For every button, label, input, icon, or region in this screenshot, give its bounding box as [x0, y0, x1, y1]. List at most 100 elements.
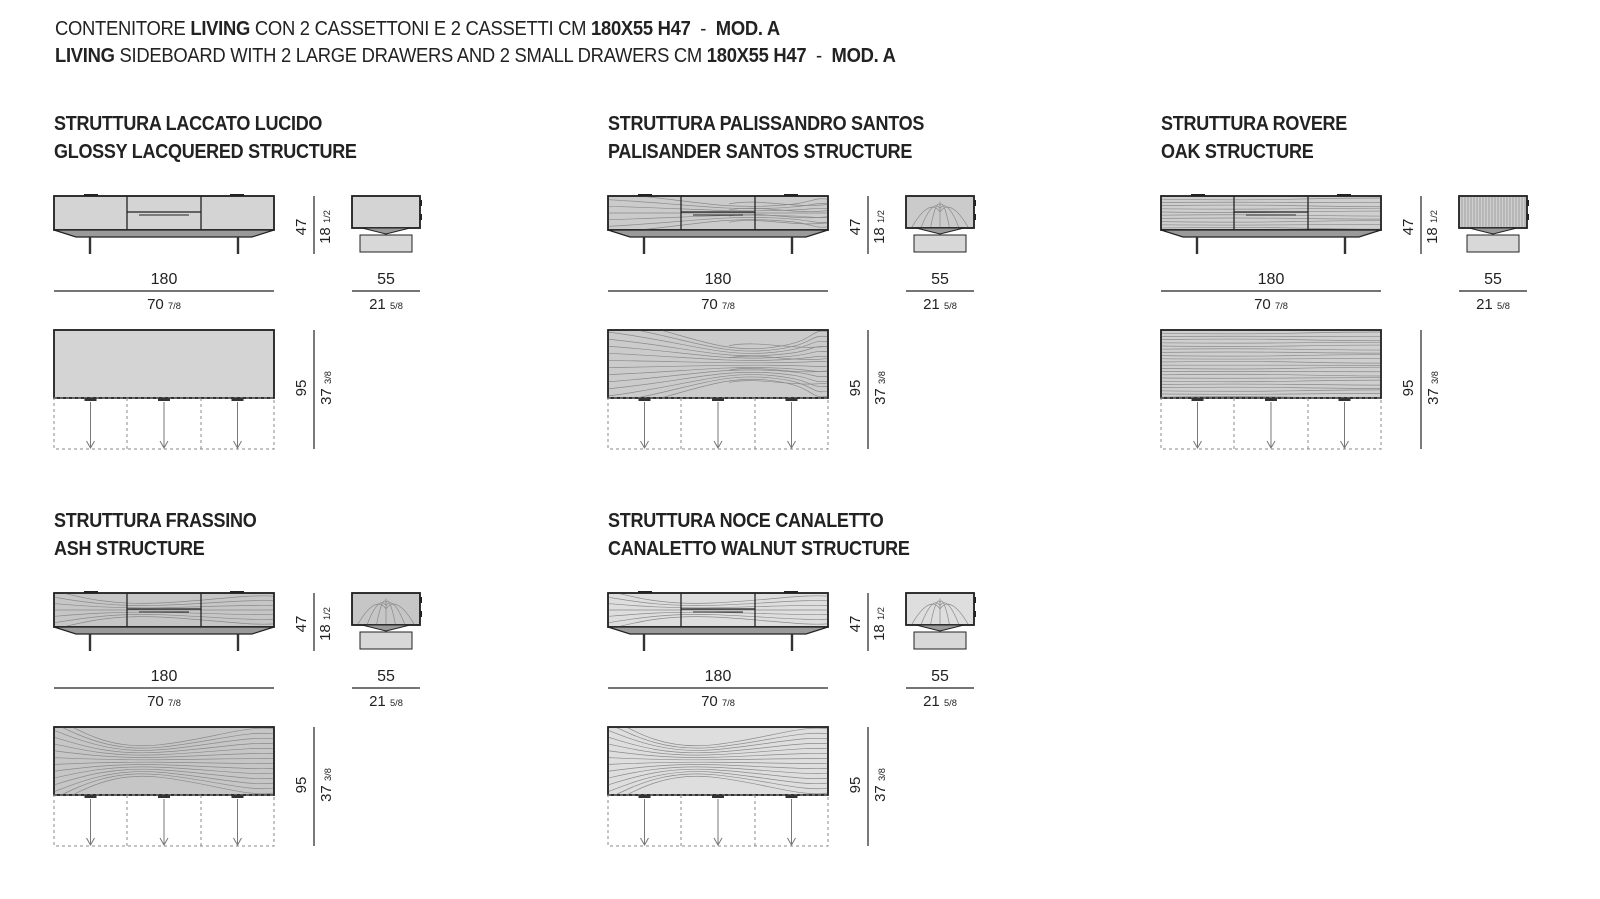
grain-line: [1161, 354, 1381, 357]
variant-title-it: STRUTTURA PALISSANDRO SANTOS: [608, 113, 925, 135]
grain-line: [608, 766, 828, 779]
grain-line: [1161, 331, 1381, 335]
drawer-handle: [638, 795, 651, 798]
drawer-handle: [712, 795, 724, 798]
height-cm-label: 47: [847, 616, 864, 633]
arrow-head: [713, 440, 723, 450]
depth-in-label: 21 5/8: [369, 693, 403, 710]
grain-line: [1161, 223, 1381, 226]
grain-line: [376, 600, 387, 625]
grain-line: [608, 603, 828, 609]
height-in-label: 18 1/2: [317, 607, 334, 641]
grain-line: [1161, 204, 1381, 208]
grain-line: [72, 775, 274, 795]
grain-line: [939, 206, 969, 228]
grain-line: [608, 352, 828, 361]
height-dimension: 47 18 1/2: [847, 196, 888, 254]
grain-line: [385, 603, 415, 625]
side-leg-block: [359, 234, 413, 253]
front-base: [607, 229, 829, 238]
front-elevation: [607, 194, 829, 254]
side-leg-block: [913, 234, 967, 253]
plan-depth-in-label: 37 3/8: [318, 768, 335, 802]
grain-line: [939, 205, 960, 228]
plan-depth-cm-label: 95: [847, 777, 864, 794]
front-body: [53, 195, 275, 231]
grain-line: [626, 775, 828, 795]
grain-line: [54, 596, 274, 606]
grain-line: [728, 201, 828, 206]
grain-line: [1161, 344, 1381, 347]
height-in-label: 18 1/2: [871, 607, 888, 641]
grain-line: [54, 764, 274, 772]
grain-line: [911, 603, 941, 625]
plan-depth-cm-label: 95: [847, 380, 864, 397]
height-cm-label: 47: [847, 219, 864, 236]
wood-grain: [357, 598, 415, 625]
grain-line: [608, 360, 828, 364]
grain-line: [659, 378, 828, 398]
drawer-handle: [638, 398, 651, 401]
grain-line: [608, 374, 828, 397]
wood-grain: [608, 196, 828, 230]
side-body: [1458, 195, 1528, 229]
depth-cm-label: 55: [377, 271, 395, 288]
grain-line: [60, 773, 274, 795]
grain-line: [728, 343, 828, 348]
grain-line: [608, 371, 828, 390]
height-in-label: 18 1/2: [871, 210, 888, 244]
depth-cm-label: 55: [931, 271, 949, 288]
wood-grain: [608, 330, 828, 398]
variant-title-en: ASH STRUCTURE: [54, 538, 205, 560]
grain-line: [1161, 377, 1381, 379]
side-leg-block: [913, 631, 967, 650]
depth-in-label: 21 5/8: [923, 296, 957, 313]
grain-line: [911, 206, 941, 228]
grain-line: [608, 364, 828, 368]
arrow-head: [713, 837, 723, 847]
drawer-handle: [785, 398, 798, 401]
side-elevation: [351, 195, 422, 253]
grain-line: [1161, 386, 1381, 389]
variant-title-en: CANALETTO WALNUT STRUCTURE: [608, 538, 910, 560]
grain-line: [1161, 348, 1381, 351]
grain-line: [385, 602, 406, 625]
height-dimension: 47 18 1/2: [847, 593, 888, 651]
arrow-head: [86, 440, 95, 450]
drawer-handle: [158, 795, 170, 798]
arrow-head: [640, 440, 649, 450]
grain-line: [54, 750, 274, 758]
drawer-handle: [231, 398, 244, 401]
grain-line: [54, 743, 274, 756]
grain-line: [636, 196, 828, 207]
height-in-label: 18 1/2: [317, 210, 334, 244]
arrow-head: [86, 837, 95, 847]
grain-line: [608, 743, 828, 756]
grain-line: [920, 205, 941, 228]
width-cm-label: 180: [1258, 271, 1285, 288]
grain-line: [357, 603, 387, 625]
header-line-en: LIVING SIDEBOARD WITH 2 LARGE DRAWERS AN…: [55, 45, 896, 67]
drawer-handle: [84, 795, 97, 798]
depth-in-label: 21 5/8: [1476, 296, 1510, 313]
variant-title-en: OAK STRUCTURE: [1161, 141, 1314, 163]
front-base: [53, 626, 275, 635]
variant-title-it: STRUTTURA ROVERE: [1161, 113, 1348, 135]
grain-line: [1161, 357, 1381, 360]
width-in-label: 70 7/8: [701, 693, 735, 710]
side-body: [351, 195, 421, 229]
grain-line: [939, 602, 960, 625]
grain-line: [614, 727, 828, 749]
grain-line: [608, 750, 828, 758]
grain-line: [615, 616, 828, 627]
